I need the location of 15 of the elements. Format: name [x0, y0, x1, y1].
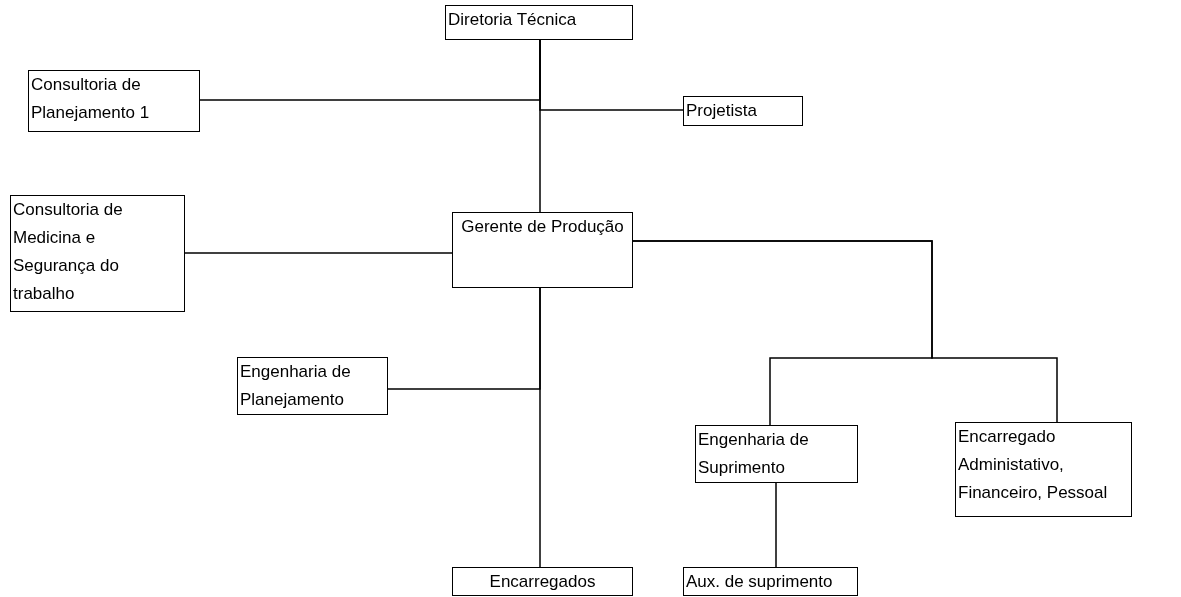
- org-box: Encarregados: [452, 567, 633, 596]
- org-box: Aux. de suprimento: [683, 567, 858, 596]
- org-box: Diretoria Técnica: [445, 5, 633, 40]
- org-box: Consultoria de Planejamento 1: [28, 70, 200, 132]
- connector-line: [184, 252, 453, 254]
- org-box: Consultoria de Medicina e Segurança do trabalho: [10, 195, 185, 312]
- org-box: Engenharia de Planejamento: [237, 357, 388, 415]
- org-box: Gerente de Produção: [452, 212, 633, 288]
- org-box: Projetista: [683, 96, 803, 126]
- org-box: Engenharia de Suprimento: [695, 425, 858, 483]
- connector-line: [539, 39, 541, 213]
- connector-line: [775, 482, 777, 568]
- connector-line: [632, 240, 1058, 423]
- org-box: Encarregado Administativo, Financeiro, Pessoal: [955, 422, 1132, 517]
- connector-line: [539, 287, 541, 568]
